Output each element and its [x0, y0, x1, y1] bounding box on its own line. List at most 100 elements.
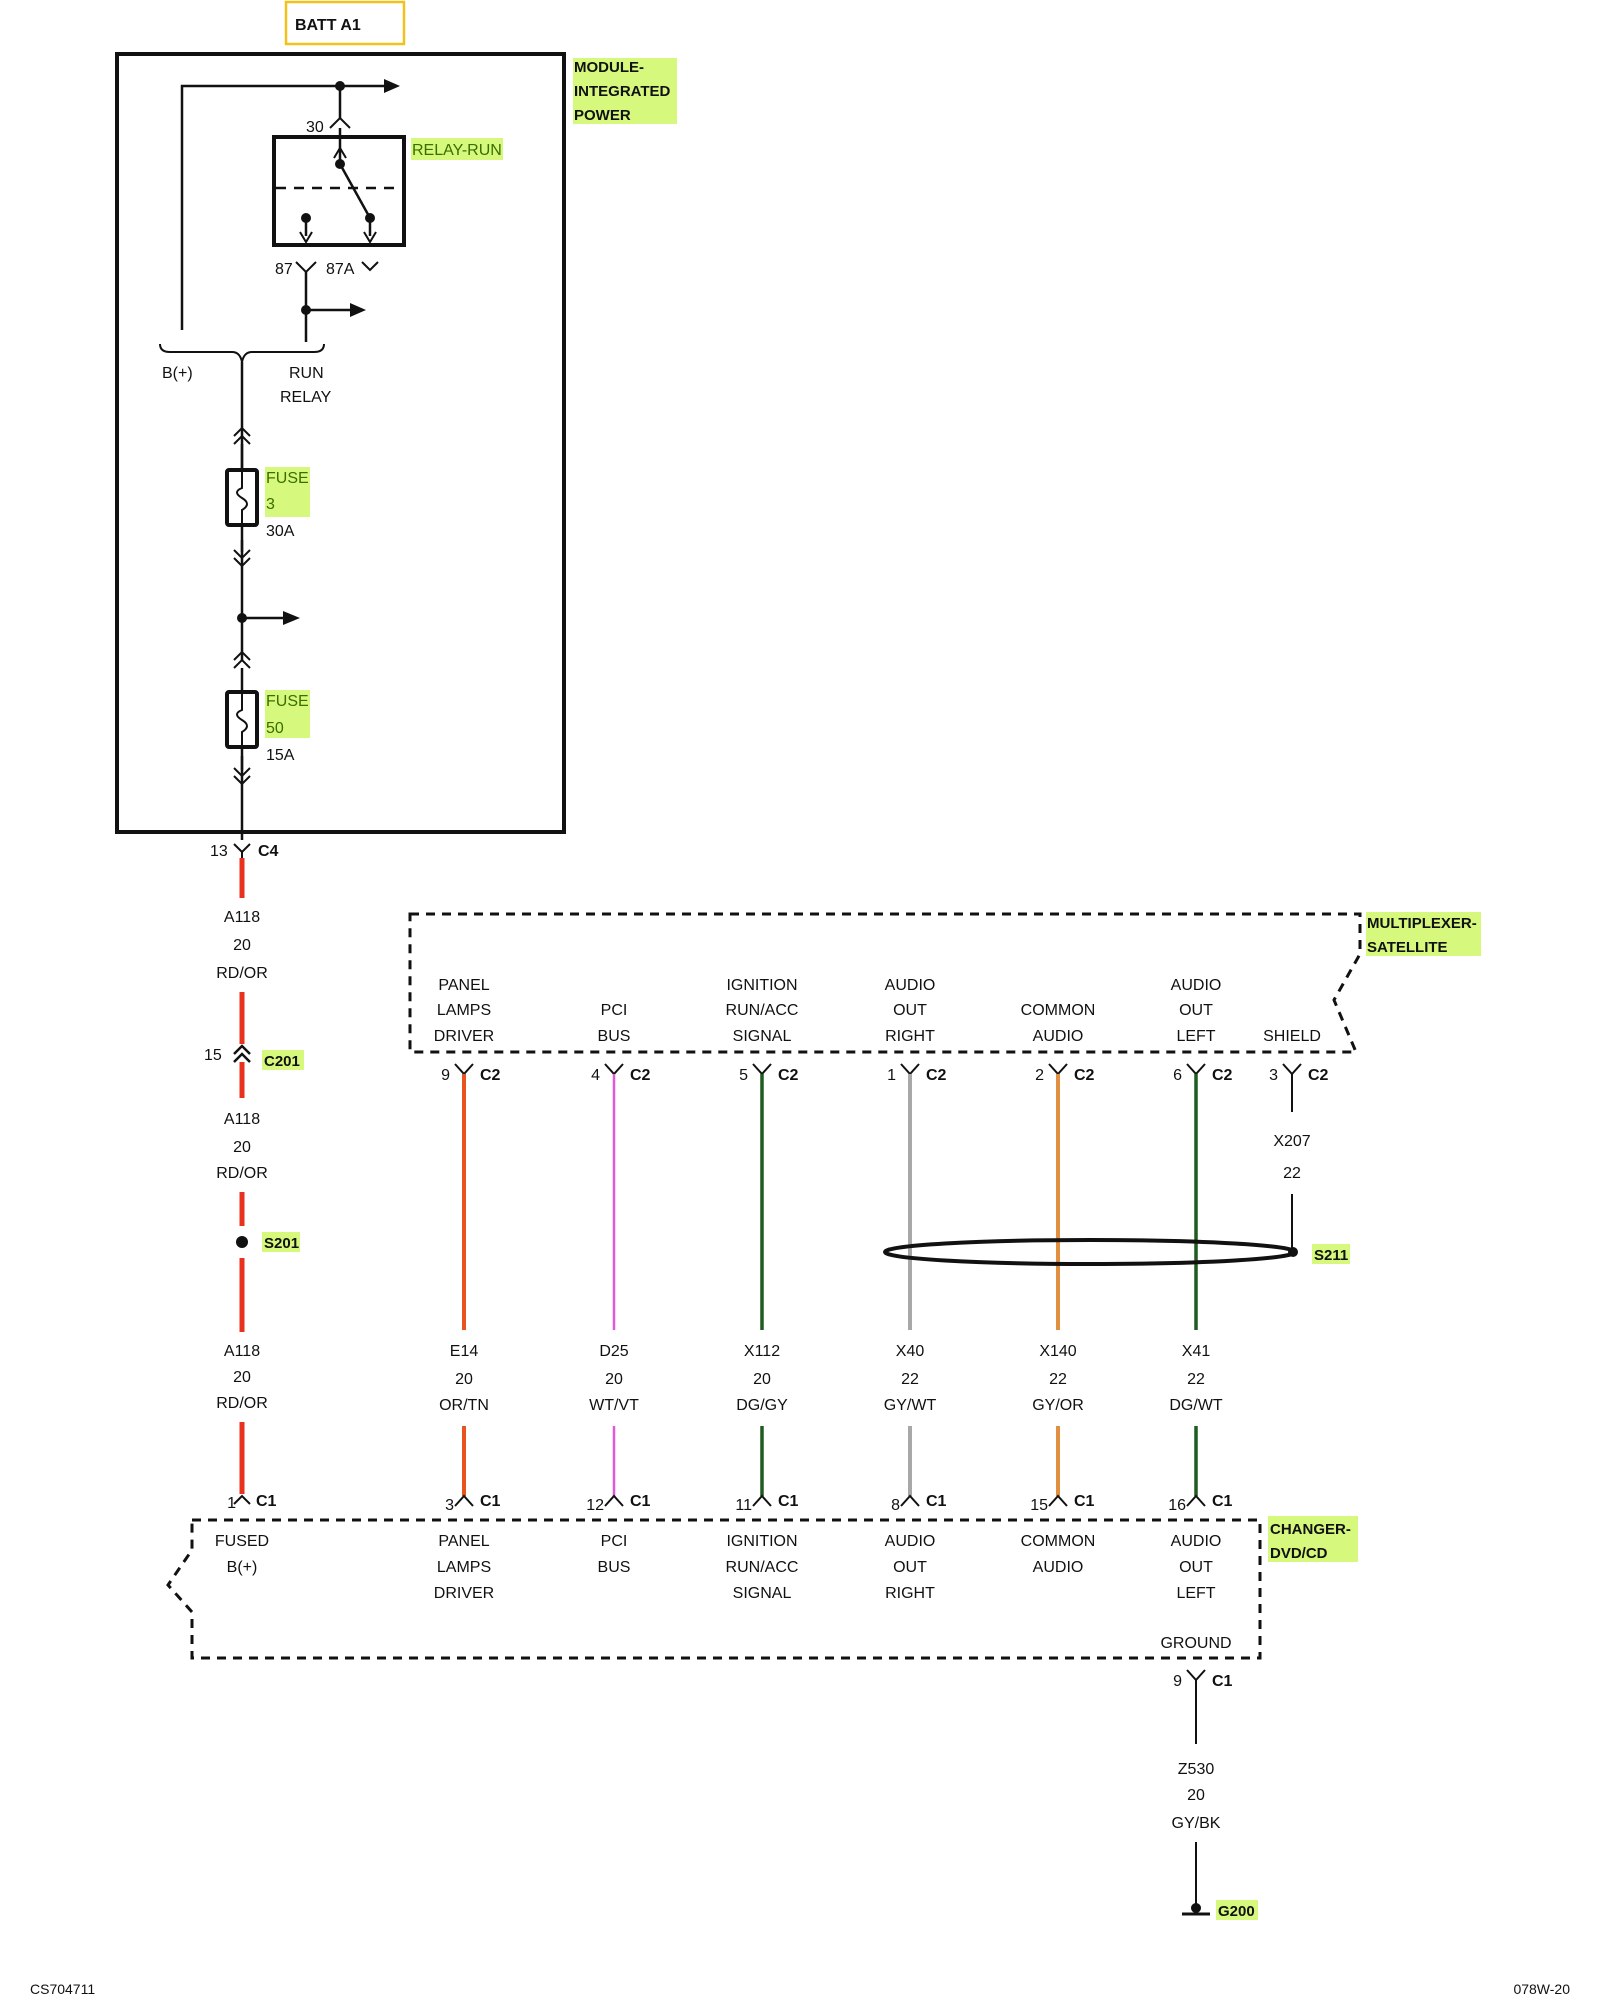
ground-wire-gauge: 20	[1187, 1787, 1205, 1804]
c201-connector-icon	[233, 1044, 251, 1063]
feed-seg3-circuit: A118	[224, 1343, 260, 1360]
sat-conn-6: C2	[1212, 1067, 1233, 1084]
changer-label-highlight	[1268, 1516, 1358, 1562]
s211-label: S211	[1314, 1247, 1348, 1264]
chg-col5-line1: AUDIO	[885, 1533, 936, 1550]
changer-col-fused-bplus: FUSED B(+)	[215, 1533, 269, 1576]
changer-col-pci-bus: PCI BUS	[598, 1533, 631, 1576]
sat-pin-7: 3	[1269, 1067, 1278, 1084]
sat-col4-line2: OUT	[893, 1002, 927, 1019]
fuse-3-label-line2: 3	[266, 496, 275, 513]
ground-c1-connector-icon	[1186, 1669, 1206, 1682]
shield-gauge: 22	[1283, 1165, 1301, 1182]
chg-col2-line2: LAMPS	[437, 1559, 491, 1576]
fuse-50-label-line1: FUSE	[266, 693, 309, 710]
bplus-arrow-icon	[384, 79, 400, 93]
wire-1-gauge: 20	[455, 1371, 473, 1388]
module-label-line2: INTEGRATED	[574, 83, 671, 100]
changer-col-ignition: IGNITION RUN/ACC SIGNAL	[726, 1533, 799, 1602]
sat-col3-line3: SIGNAL	[733, 1028, 792, 1045]
chg-col4-line3: SIGNAL	[733, 1585, 792, 1602]
chg-col5-line2: OUT	[893, 1559, 927, 1576]
sat-c2-connector-icon	[454, 1063, 474, 1076]
satellite-col-audio-left: AUDIO OUT LEFT	[1171, 977, 1222, 1045]
sat-col2-line2: BUS	[598, 1028, 631, 1045]
wire-1-circuit: E14	[450, 1343, 479, 1360]
sat-conn-2: C2	[630, 1067, 651, 1084]
footer-left-code: CS704711	[30, 1981, 95, 1997]
feed-seg1-circuit: A118	[224, 909, 260, 926]
changer-label-line1: CHANGER-	[1270, 1521, 1351, 1538]
fuse-3-label-line1: FUSE	[266, 470, 309, 487]
sat-pin-6: 6	[1173, 1067, 1182, 1084]
sat-c2-connector-icon	[604, 1063, 624, 1076]
bplus-option-label: B(+)	[162, 365, 193, 382]
run-option-label-line1: RUN	[289, 365, 324, 382]
feed-seg2-circuit: A118	[224, 1111, 260, 1128]
relay-contacts	[276, 128, 402, 236]
sat-conn-7: C2	[1308, 1067, 1329, 1084]
sat-col6-line3: LEFT	[1176, 1028, 1215, 1045]
sat-col4-line1: AUDIO	[885, 977, 936, 994]
satellite-col-pci-bus: PCI BUS	[598, 1002, 631, 1045]
chg-col4-line1: IGNITION	[726, 1533, 797, 1550]
s201-splice-dot	[236, 1236, 248, 1248]
sat-col1-line2: LAMPS	[437, 1002, 491, 1019]
wire-2-circuit: D25	[599, 1343, 628, 1360]
fuse-50-element-icon	[236, 692, 248, 747]
satellite-label-line1: MULTIPLEXER-	[1367, 915, 1477, 932]
chg-col3-line2: BUS	[598, 1559, 631, 1576]
changer-conn-2: C1	[480, 1493, 501, 1510]
satellite-label-line2: SATELLITE	[1367, 939, 1448, 956]
sat-conn-3: C2	[778, 1067, 799, 1084]
changer-col-audio-left: AUDIO OUT LEFT	[1171, 1533, 1222, 1602]
wire-6-color: DG/WT	[1169, 1397, 1223, 1414]
chg-col5-line3: RIGHT	[885, 1585, 935, 1602]
sat-c2-connector-icon	[1048, 1063, 1068, 1076]
satellite-box	[408, 912, 1362, 1054]
wire-1-color: OR/TN	[439, 1397, 489, 1414]
changer-pin-7: 16	[1168, 1497, 1186, 1514]
ground-symbol-dot	[1191, 1903, 1201, 1913]
changer-pin-1: 1	[227, 1495, 236, 1512]
chg-col7-line2: OUT	[1179, 1559, 1213, 1576]
chg-col2-line1: PANEL	[438, 1533, 489, 1550]
changer-connectors	[454, 1494, 1206, 1507]
sat-col4-line3: RIGHT	[885, 1028, 935, 1045]
changer-conn-3: C1	[630, 1493, 651, 1510]
sat-pin-1: 9	[441, 1067, 450, 1084]
wire-4-circuit: X40	[896, 1343, 925, 1360]
c4-pin: 13	[210, 843, 228, 860]
s201-label-highlight	[262, 1232, 300, 1252]
satellite-col-ignition: IGNITION RUN/ACC SIGNAL	[726, 977, 799, 1045]
chg-col1-line1: FUSED	[215, 1533, 269, 1550]
feed-seg3-gauge: 20	[233, 1369, 251, 1386]
sat-c2-connector-icon	[900, 1063, 920, 1076]
chg-col7-line1: AUDIO	[1171, 1533, 1222, 1550]
changer-c1-connector-icon	[752, 1494, 772, 1507]
shield-circuit: X207	[1273, 1133, 1310, 1150]
ground-wire-color: GY/BK	[1172, 1815, 1221, 1832]
run-relay-junction-dot	[301, 305, 311, 315]
sat-col3-line2: RUN/ACC	[726, 1002, 799, 1019]
fuse-3-label-highlight	[265, 467, 310, 517]
run-relay-arrow-icon	[350, 303, 366, 317]
fuse-3-connector-bottom-icon	[233, 549, 251, 568]
fuse-tap-junction-dot	[237, 613, 247, 623]
fuse-50-label-line2: 50	[266, 720, 284, 737]
pin30-label: 30	[306, 119, 324, 136]
wire-6-gauge: 22	[1187, 1371, 1205, 1388]
ground-pin: 9	[1173, 1673, 1182, 1690]
module-label-line3: POWER	[574, 107, 631, 124]
relay-label: RELAY-RUN	[412, 142, 502, 159]
relay-contact-dot-87	[301, 213, 311, 223]
module-label-line1: MODULE-	[574, 59, 644, 76]
relay-label-highlight	[411, 138, 503, 160]
chg-col7-line3: LEFT	[1176, 1585, 1215, 1602]
c4-label: C4	[258, 843, 279, 860]
changer-pin-6: 15	[1030, 1497, 1048, 1514]
relay-pivot-dot	[335, 159, 345, 169]
ground-wire-circuit: Z530	[1178, 1761, 1215, 1778]
